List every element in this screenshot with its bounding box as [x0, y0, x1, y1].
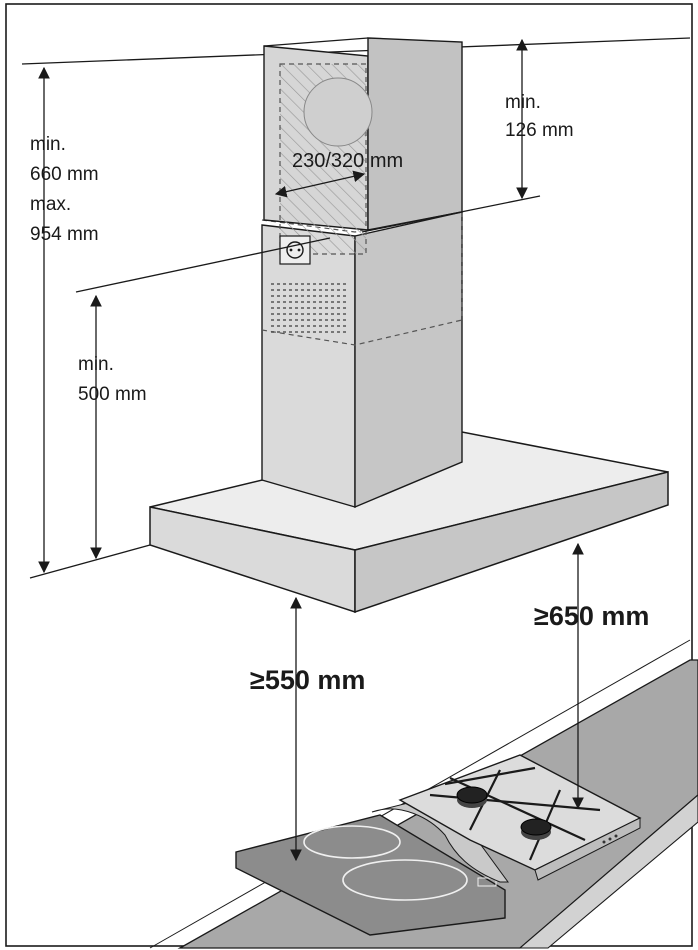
- total-height-min-label: min.: [30, 134, 66, 155]
- top-min-label: min.: [505, 92, 541, 113]
- gas-burner-2: [520, 818, 552, 840]
- electric-hob: [235, 814, 506, 936]
- cooking-zone-1: [303, 825, 401, 859]
- total-height-max-value: 954 mm: [30, 224, 99, 245]
- electrical-socket: [279, 235, 311, 265]
- ceiling-line: [21, 37, 691, 65]
- lower-chimney: [261, 207, 463, 509]
- cutaway-edge: [371, 799, 509, 883]
- countertop-edge: [518, 794, 698, 949]
- duct-diameter-arrow: [274, 170, 366, 198]
- dimension-lines: [29, 38, 584, 862]
- total-height-min-value: 660 mm: [30, 164, 99, 185]
- cooking-zone-2: [342, 859, 468, 901]
- duct-opening: [303, 77, 373, 147]
- clearance-electric-label: ≥550 mm: [250, 665, 366, 695]
- canopy-side: [354, 471, 669, 614]
- gas-burner-1: [456, 786, 488, 808]
- clearance-gas-label: ≥650 mm: [534, 601, 650, 631]
- lower-min-value: 500 mm: [78, 384, 147, 405]
- top-min-value: 126 mm: [505, 120, 574, 141]
- gas-hob: [398, 754, 642, 881]
- duct-diameter-label: 230/320 mm: [292, 150, 404, 172]
- total-height-max-label: max.: [30, 194, 72, 215]
- lower-min-label: min.: [78, 354, 114, 375]
- vent-grille: [268, 280, 346, 335]
